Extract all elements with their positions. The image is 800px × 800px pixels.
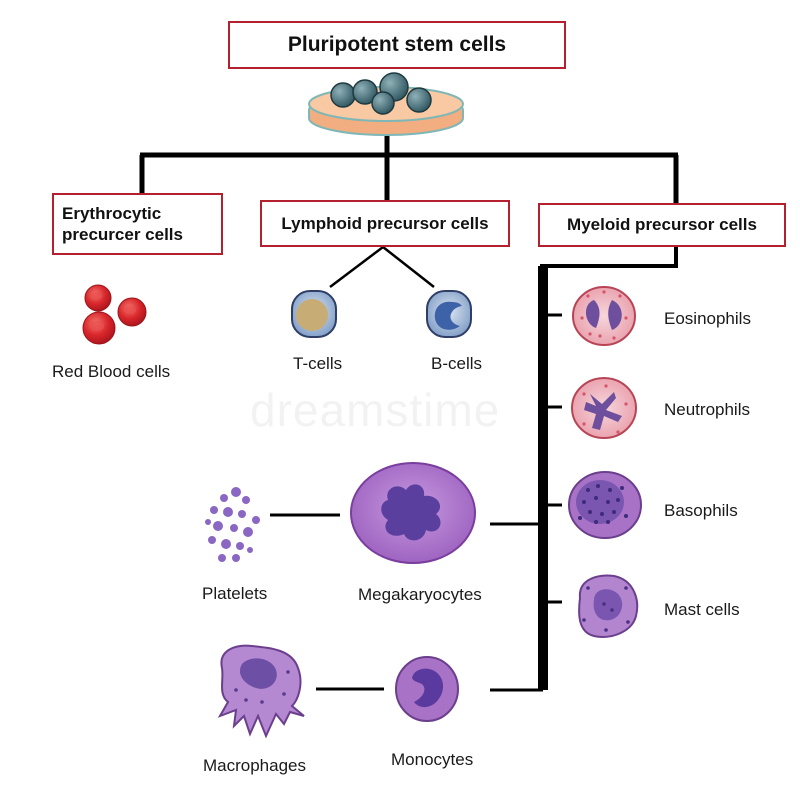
root-title: Pluripotent stem cells [287, 32, 507, 56]
monocytes-label: Monocytes [391, 750, 474, 769]
neutrophils-label: Neutrophils [664, 400, 750, 419]
myeloid-box: Myeloid precursor cells [538, 203, 786, 247]
connectors [139, 128, 679, 692]
platelets-icon [205, 487, 260, 562]
lymph-to-b-line [382, 246, 435, 288]
red-blood-cells-icon [82, 284, 147, 345]
lymph-to-t-line [329, 246, 384, 288]
b-cells-label: B-cells [431, 354, 483, 373]
eosinophil-icon [572, 286, 636, 346]
root-title-box: Pluripotent stem cells [228, 21, 566, 69]
macrophages-label: Macrophages [203, 756, 307, 775]
t-cells-label: T-cells [293, 354, 343, 373]
neutrophil-icon [571, 377, 637, 439]
platelets-label: Platelets [202, 584, 268, 603]
myeloid-to-trunk-line [540, 246, 678, 268]
eosinophils-label: Eosinophils [664, 309, 751, 328]
b-cell-icon [426, 290, 472, 338]
lymphoid-box: Lymphoid precursor cells [260, 200, 510, 247]
macrophage-icon [217, 644, 305, 739]
basophil-icon [568, 471, 642, 539]
erythrocytic-box: Erythrocytic precurcer cells [52, 193, 223, 255]
red-blood-cells-label: Red Blood cells [52, 362, 171, 381]
watermark: dreamstime [250, 384, 501, 436]
t-cell-icon [291, 290, 337, 338]
basophils-label: Basophils [664, 501, 738, 520]
megakaryocytes-label: Megakaryocytes [358, 585, 482, 604]
mast-cells-label: Mast cells [664, 600, 740, 619]
megakaryocyte-icon [350, 462, 476, 564]
stem-cell-dish-icon [308, 72, 464, 136]
lymphoid-label: Lymphoid precursor cells [281, 213, 489, 233]
erythrocytic-label: Erythrocytic precurcer cells [62, 203, 183, 244]
monocyte-icon [395, 656, 459, 722]
mast-cell-icon [578, 574, 639, 638]
myeloid-label: Myeloid precursor cells [567, 215, 757, 235]
